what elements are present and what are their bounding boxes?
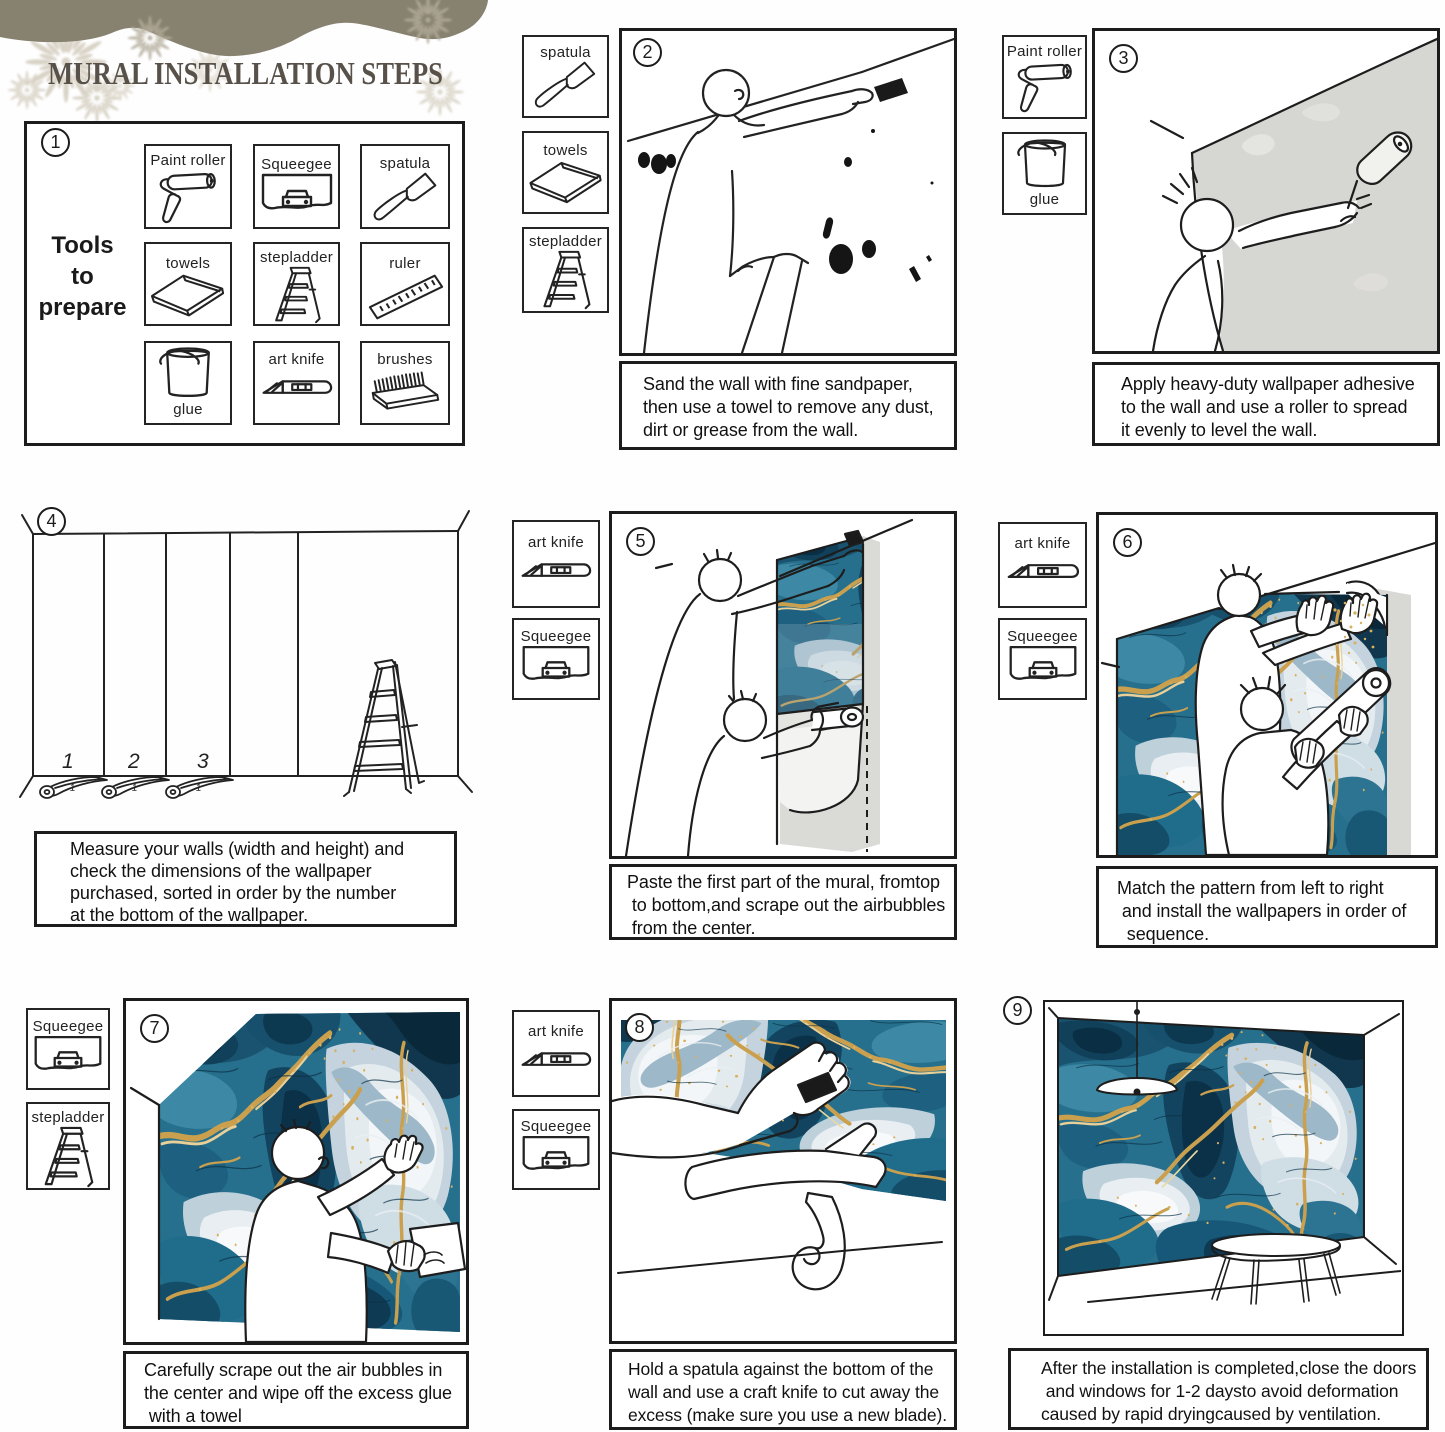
svg-text:1: 1 [69,783,76,794]
svg-text:MURAL INSTALLATION STEPS: MURAL INSTALLATION STEPS [48,55,443,91]
svg-text:1: 1 [62,750,74,773]
svg-text:3: 3 [197,750,209,773]
svg-text:2: 2 [127,750,140,773]
